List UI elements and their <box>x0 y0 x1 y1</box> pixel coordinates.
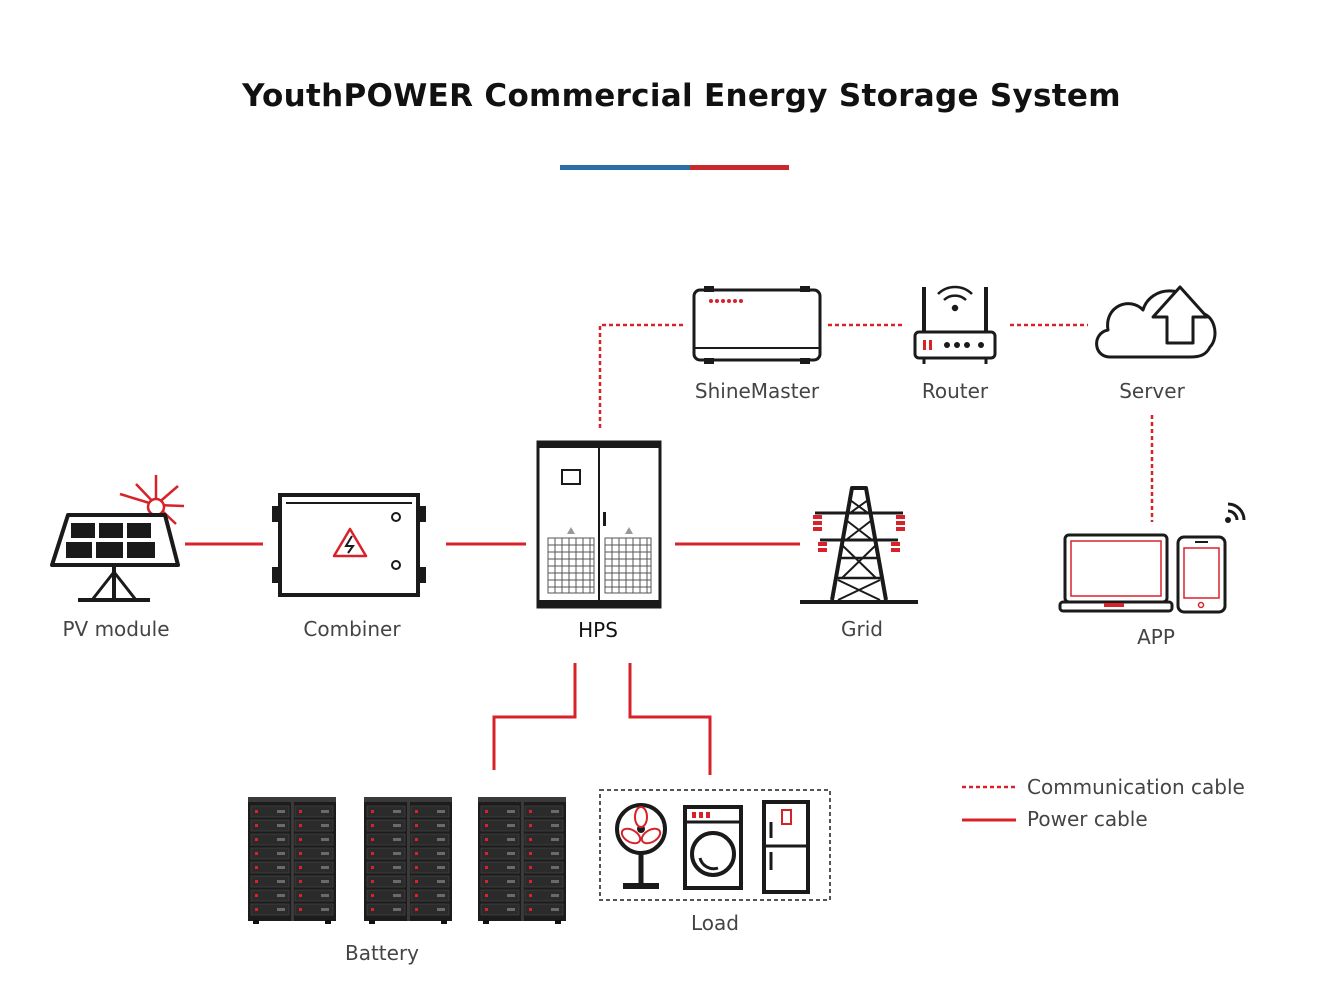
combiner-box-icon <box>272 493 426 597</box>
load-node: Load <box>599 789 831 935</box>
smartphone-icon <box>1176 535 1227 614</box>
power-cables <box>185 542 800 775</box>
hps-vent-left <box>547 537 595 594</box>
page-title: YouthPOWER Commercial Energy Storage Sys… <box>242 78 1121 114</box>
insulator-icons <box>813 515 905 552</box>
title-underline-blue <box>560 165 690 170</box>
laptop-icon <box>1058 533 1174 613</box>
legend-communication-label: Communication cable <box>1027 775 1245 799</box>
high-voltage-warning-icon <box>332 527 368 558</box>
shinemaster-label: ShineMaster <box>695 379 820 403</box>
title-underline-red <box>690 165 789 170</box>
solar-panel-icon <box>50 513 180 602</box>
power-cable-hps-battery <box>492 663 577 770</box>
battery-node: Battery <box>248 797 566 965</box>
battery-rack-icon <box>478 797 566 924</box>
hps-vent-right <box>604 537 652 594</box>
fan-icon <box>615 803 667 889</box>
hps-cabinet-icon <box>536 440 662 609</box>
battery-rack-icons <box>248 797 566 924</box>
router-node: Router <box>913 285 997 403</box>
router-icon <box>913 285 997 364</box>
shinemaster-node: ShineMaster <box>692 286 822 403</box>
router-label: Router <box>922 379 989 403</box>
wireless-signal-icon <box>1225 502 1246 523</box>
cloud-upload-icon <box>1095 285 1217 359</box>
grid-label: Grid <box>841 617 883 641</box>
legend: Communication cable Power cable <box>962 775 1245 831</box>
transmission-tower-icon <box>800 486 918 604</box>
pv-module-label: PV module <box>62 617 169 641</box>
power-cable-hps-load <box>628 663 712 775</box>
app-label: APP <box>1137 625 1175 649</box>
battery-label: Battery <box>345 941 419 965</box>
load-group-frame <box>599 789 831 901</box>
washing-machine-icon <box>683 805 743 890</box>
battery-rack-icon <box>248 797 336 924</box>
comm-cable-hps-shinemaster <box>598 323 684 428</box>
hps-node: HPS <box>536 440 662 642</box>
wifi-signal-icon <box>937 285 973 312</box>
app-node: APP <box>1058 502 1246 649</box>
combiner-node: Combiner <box>272 493 426 641</box>
shinemaster-device-icon <box>692 286 822 364</box>
server-label: Server <box>1119 379 1185 403</box>
load-label: Load <box>691 911 739 935</box>
refrigerator-icon <box>762 800 810 894</box>
communication-cables <box>598 323 1154 522</box>
combiner-label: Combiner <box>303 617 401 641</box>
pv-module-node: PV module <box>50 475 185 641</box>
server-node: Server <box>1095 285 1217 403</box>
legend-power-label: Power cable <box>1027 807 1148 831</box>
grid-node: Grid <box>800 486 918 641</box>
sun-burst-icon <box>119 475 185 525</box>
battery-rack-icon <box>364 797 452 924</box>
hps-label: HPS <box>578 618 618 642</box>
